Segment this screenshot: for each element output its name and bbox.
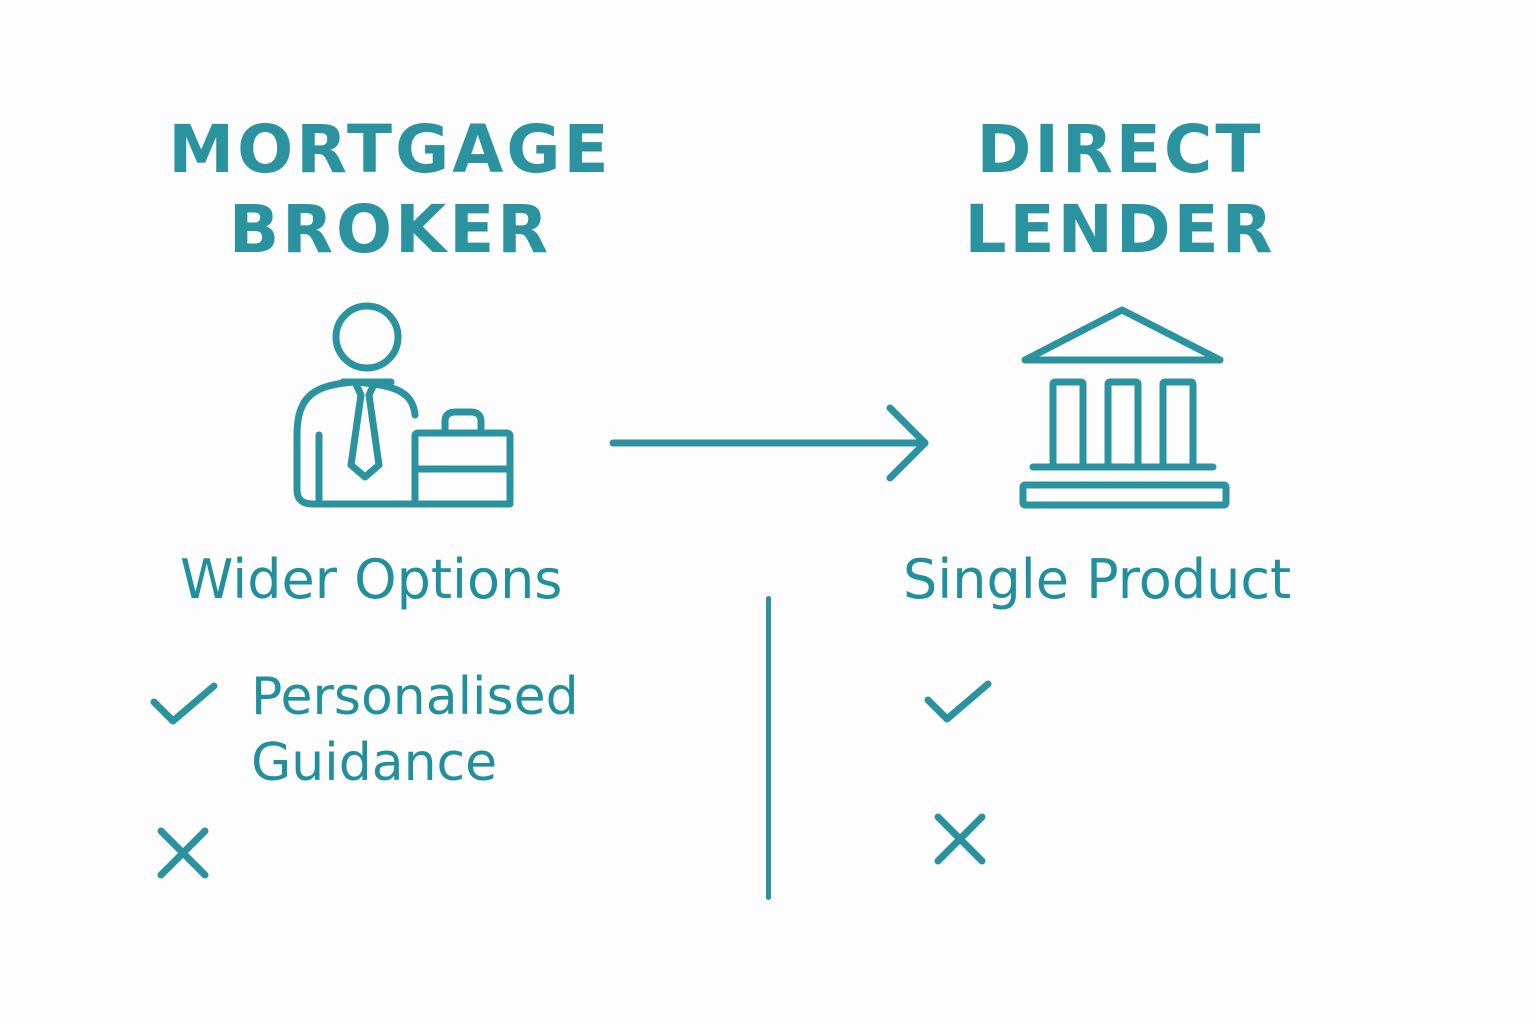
- personalised-guidance-text: Personalised Guidance: [251, 667, 579, 793]
- title-line-2: LENDER: [964, 191, 1276, 268]
- check-icon: [150, 682, 218, 725]
- wider-options-label: Wider Options: [180, 548, 563, 611]
- mortgage-broker-title: MORTGAGE BROKER: [140, 110, 640, 270]
- bank-building-icon: [1019, 306, 1230, 509]
- check-icon: [924, 680, 992, 723]
- title-line-2: BROKER: [228, 191, 552, 268]
- arrow-right-icon: [609, 404, 929, 482]
- title-line-1: DIRECT: [976, 111, 1264, 188]
- businessman-with-briefcase-icon: [293, 302, 514, 508]
- title-line-1: MORTGAGE: [168, 111, 612, 188]
- x-icon: [934, 813, 986, 865]
- direct-lender-title: DIRECT LENDER: [870, 110, 1370, 270]
- x-icon: [157, 827, 209, 879]
- single-product-label: Single Product: [903, 548, 1292, 611]
- vertical-divider: [766, 596, 771, 900]
